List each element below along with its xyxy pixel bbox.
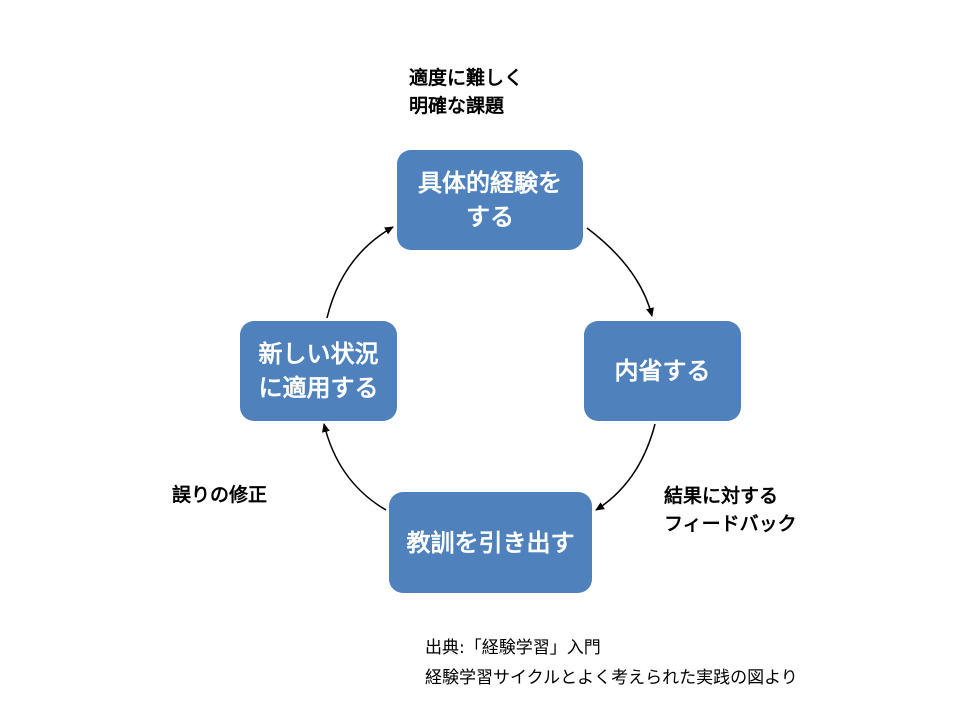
annotation-line: 誤りの修正	[172, 484, 268, 506]
node-label-line: に適用する	[258, 374, 379, 402]
arrow-experience-to-reflect	[586, 227, 654, 317]
node-label-line: 内省する	[614, 357, 711, 385]
node-reflection: 内省する	[584, 321, 741, 421]
annotation-line: 明確な課題	[409, 95, 505, 117]
annotation-correction: 誤りの修正	[172, 481, 267, 509]
node-label-line: する	[466, 203, 514, 231]
source-line: 経験学習サイクルとよく考えられた実践の図より	[425, 668, 798, 688]
annotation-feedback: 結果に対する フィードバック	[664, 482, 797, 538]
annotation-line: フィードバック	[664, 513, 797, 535]
annotation-line: 適度に難しく	[409, 67, 524, 89]
node-apply-new-situation: 新しい状況 に適用する	[240, 321, 397, 421]
arrow-apply-to-experience	[326, 226, 394, 319]
node-draw-lessons: 教訓を引き出す	[389, 492, 592, 593]
annotation-task: 適度に難しく 明確な課題	[409, 64, 523, 120]
arrow-lessons-to-apply	[321, 423, 387, 511]
annotation-line: 結果に対する	[664, 485, 779, 507]
node-label-line: 教訓を引き出す	[406, 528, 575, 557]
node-label-line: 新しい状況	[258, 340, 379, 368]
node-label-line: 具体的経験を	[418, 169, 562, 197]
arrow-reflect-to-lessons	[595, 423, 656, 511]
node-concrete-experience: 具体的経験を する	[397, 150, 583, 250]
source-citation: 出典:「経験学習」入門 経験学習サイクルとよく考えられた実践の図より	[425, 633, 798, 693]
source-line: 出典:「経験学習」入門	[425, 638, 601, 658]
